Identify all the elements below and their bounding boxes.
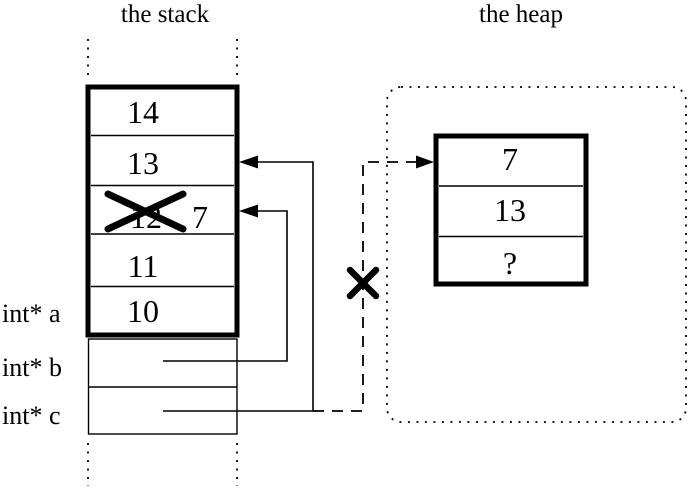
stack-cell-value: 13 (127, 145, 159, 181)
broken-pointer-x-icon (346, 266, 380, 300)
left-arrowhead-icon (239, 155, 258, 169)
right-arrowhead-icon (416, 155, 434, 169)
stack-cell-overwritten-value: 7 (192, 199, 208, 235)
heap-cell-value: 13 (494, 192, 526, 228)
stack-cell-value: 14 (127, 94, 159, 130)
var-label-c: int* c (2, 401, 61, 430)
left-arrowhead-icon (239, 204, 258, 218)
pointer-c-arrow (163, 155, 314, 412)
pointer-b-arrow (163, 204, 288, 362)
stack-title: the stack (121, 1, 210, 28)
dangling-pointer-dashed-arrow (313, 155, 434, 412)
heap-region-boundary (386, 86, 687, 423)
heap-block-box (433, 133, 589, 287)
heap-title: the heap (479, 1, 563, 28)
stack-frame-box (85, 84, 240, 338)
stack-cell-value: 10 (127, 293, 159, 329)
var-label-b: int* b (2, 353, 62, 382)
heap-cell-value: 7 (502, 141, 518, 177)
heap-cell-value: ? (503, 245, 517, 281)
stack-cell-value: 11 (128, 248, 159, 284)
cross-out-x-icon (104, 190, 187, 233)
var-label-a: int* a (2, 299, 61, 328)
